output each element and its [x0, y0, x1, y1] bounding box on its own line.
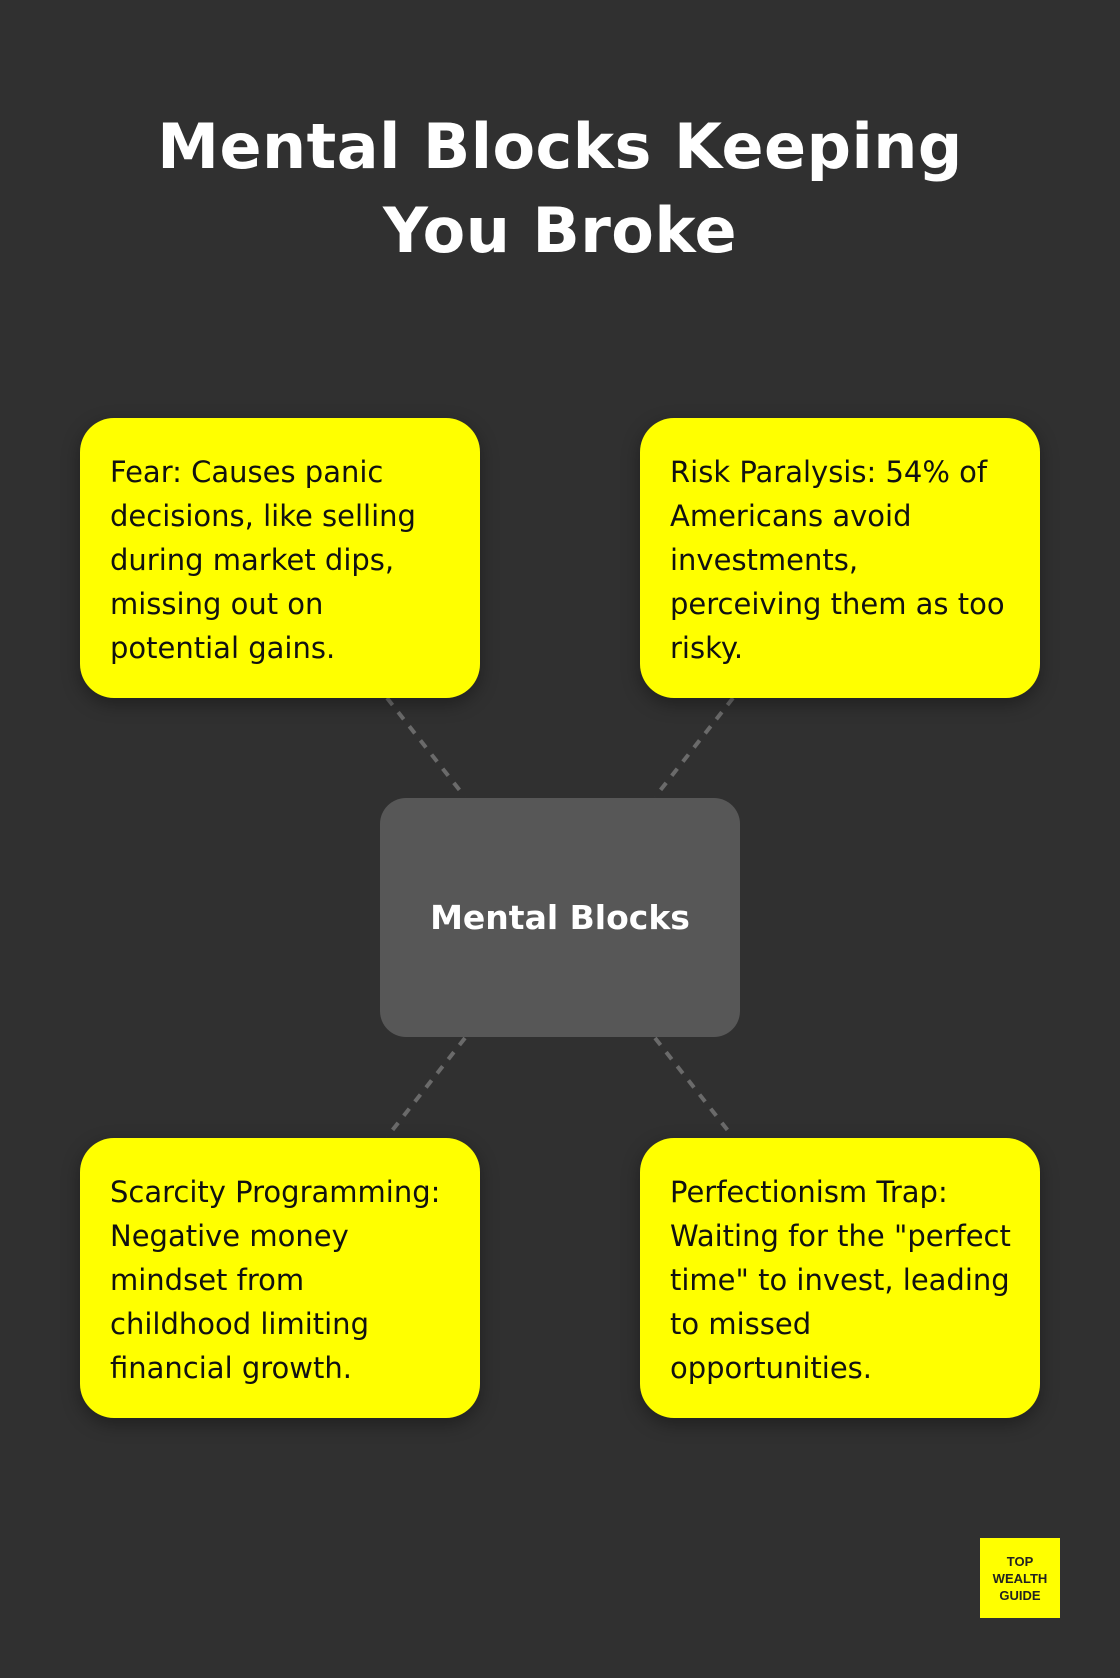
connector-bottom-right [653, 1036, 735, 1139]
page-title: Mental Blocks Keeping You Broke [157, 110, 963, 267]
card-scarcity-programming: Scarcity Programming: Negative money min… [80, 1138, 480, 1418]
brand-logo: TOP WEALTH GUIDE [980, 1538, 1060, 1618]
logo-text: TOP WEALTH GUIDE [992, 1553, 1048, 1603]
center-node: Mental Blocks [380, 798, 740, 1037]
card-fear: Fear: Causes panic decisions, like selli… [80, 418, 480, 698]
connector-top-right [653, 696, 735, 799]
connector-top-left [385, 696, 467, 799]
card-risk-paralysis: Risk Paralysis: 54% of Americans avoid i… [640, 418, 1040, 698]
card-perfectionism-trap: Perfectionism Trap: Waiting for the "per… [640, 1138, 1040, 1418]
center-label: Mental Blocks [430, 898, 690, 937]
connector-bottom-left [385, 1036, 467, 1139]
